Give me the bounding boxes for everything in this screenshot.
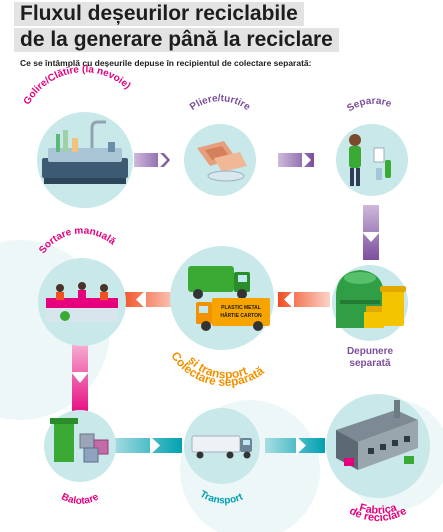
truck-sign-line-2: HÂRTIE CARTON: [220, 312, 262, 319]
arrow-sort-to-bale: [71, 340, 89, 418]
arrow-transport-to-factory: [265, 436, 325, 455]
arrow-rinse-to-fold: [134, 146, 178, 174]
page-title-line-1: Fluxul deșeurilor reciclabile: [14, 2, 304, 26]
page-title-line-2: de la generare până la reciclare: [14, 28, 339, 52]
step-collect: PLASTIC METAL HÂRTIE CARTON Colectare se…: [168, 246, 274, 389]
step-factory-label-2: de reciclare: [347, 505, 408, 524]
garbage-truck-green-icon: [188, 266, 250, 299]
step-factory: Fabrica de reciclare: [326, 394, 430, 524]
step-rinse: Golire/Clătire (la nevoie): [22, 64, 133, 208]
step-bale-label: Balotare: [60, 491, 101, 507]
truck-sign-line-1: PLASTIC METAL: [221, 305, 261, 311]
baling-machine-icon: [50, 418, 109, 463]
arrow-bale-to-transport: [112, 436, 182, 455]
separate-circle: [336, 124, 408, 196]
arrow-fold-to-separate: [278, 151, 314, 169]
garbage-truck-orange-icon: PLASTIC METAL HÂRTIE CARTON: [196, 298, 270, 331]
step-separate: Separare: [336, 96, 408, 196]
step-factory-label-1: Fabrica: [358, 502, 399, 517]
step-rinse-label: Golire/Clătire (la nevoie): [22, 64, 133, 107]
step-bale: Balotare: [44, 410, 116, 507]
step-fold: Pliere/turtire: [184, 93, 256, 196]
recycling-factory-icon: [336, 400, 418, 470]
step-sort: Sortare manuală: [37, 225, 126, 346]
arrow-separate-to-deposit: [362, 205, 380, 260]
sink-icon: [42, 120, 128, 184]
step-deposit-label-1: Depunere: [347, 346, 394, 357]
step-sort-label: Sortare manuală: [37, 225, 118, 255]
arrow-deposit-to-collect: [278, 290, 330, 309]
collection-bins-icon: [336, 270, 406, 328]
page-subtitle: Ce se întâmplă cu deșeurile depuse în re…: [20, 58, 312, 68]
flattened-packaging-icon: [197, 141, 247, 182]
step-deposit: Depunere separată: [332, 265, 408, 369]
person-separating-icon: [349, 134, 391, 186]
step-deposit-label-2: separată: [349, 358, 391, 369]
step-fold-label: Pliere/turtire: [188, 93, 252, 113]
semi-truck-icon: [191, 435, 252, 459]
arrow-collect-to-sort: [120, 290, 180, 309]
step-separate-label: Separare: [345, 96, 393, 115]
sorting-line-icon: [46, 282, 118, 322]
